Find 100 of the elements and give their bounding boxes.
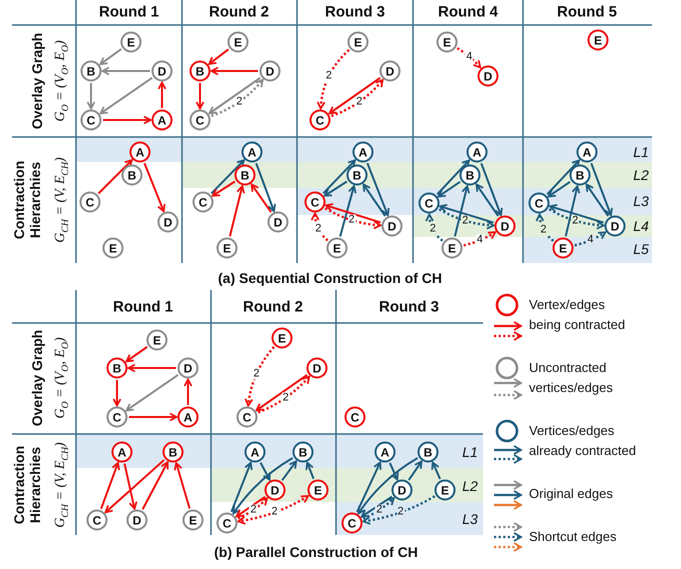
- vertex-circle: C: [106, 406, 128, 428]
- vertex-circle: C: [344, 406, 366, 428]
- vertex-circle: A: [152, 110, 172, 130]
- vertex-circle: D: [382, 216, 402, 236]
- arrow: [362, 184, 386, 217]
- vertex-circle: B: [80, 60, 102, 82]
- arrow: [144, 162, 166, 212]
- vertex-circle: E: [588, 30, 608, 50]
- arrow: [590, 162, 613, 216]
- column-heading: Round 1: [99, 4, 159, 20]
- vertex-circle: E: [146, 330, 168, 350]
- arrow: [126, 346, 148, 362]
- level-label: L2: [633, 167, 649, 183]
- dotted-arrow: [574, 231, 606, 246]
- vertex-circle: D: [126, 510, 148, 530]
- arrow: [129, 412, 178, 422]
- arrow: [104, 459, 165, 514]
- arrow: [142, 461, 169, 510]
- dotted-arrow: [324, 207, 382, 230]
- edge-label: 2: [235, 96, 244, 108]
- arrow: [586, 184, 610, 217]
- arrow: [322, 159, 356, 194]
- arrow: [549, 204, 604, 224]
- edge-label: 2: [461, 215, 470, 226]
- dotted-arrow: [456, 47, 482, 68]
- column-heading: Round 2: [243, 298, 303, 316]
- arrow: [281, 460, 298, 481]
- arrow: [305, 462, 315, 480]
- arrow: [228, 185, 245, 237]
- arrow: [356, 462, 382, 513]
- dotted-arrow: [244, 346, 275, 406]
- arrow: [184, 378, 192, 405]
- subfigure-caption: (b) Parallel Construction of CH: [214, 544, 418, 560]
- dotted-arrow: [438, 208, 494, 230]
- dotted-arrow: [237, 495, 310, 525]
- vertex-circle: D: [260, 60, 280, 82]
- vertex-circle: E: [228, 32, 248, 52]
- arrow: [439, 204, 494, 224]
- row-heading: Overlay Graph: [29, 32, 45, 130]
- level-label: L3: [633, 193, 649, 209]
- arrow: [480, 162, 503, 216]
- vertex-circle: D: [152, 60, 172, 82]
- vertex-circle: D: [478, 66, 498, 86]
- edge-label: 2: [282, 392, 290, 404]
- arrow: [128, 364, 176, 372]
- arrow: [124, 464, 138, 510]
- level-label: L5: [633, 241, 649, 257]
- vertex-circle: E: [216, 238, 238, 258]
- vertex-circle: B: [190, 60, 210, 82]
- dotted-arrow: [425, 214, 444, 242]
- vertex-circle: E: [182, 510, 204, 530]
- arrow: [546, 159, 580, 195]
- arrow: [339, 185, 357, 237]
- level-label: L3: [462, 511, 478, 527]
- arrow: [174, 462, 191, 509]
- legend-text: Shortcut edges: [529, 528, 618, 546]
- arrow: [102, 66, 150, 76]
- vertex-circle: C: [236, 406, 258, 428]
- arrow: [436, 159, 470, 195]
- dotted-arrow: [536, 214, 554, 242]
- arrow: [324, 180, 348, 197]
- arrow: [438, 180, 461, 198]
- column-heading: Round 1: [113, 298, 173, 316]
- arrow: [126, 374, 179, 412]
- edge-label: 2: [270, 506, 279, 518]
- legend-text: Vertices/edges already contracted: [529, 422, 637, 460]
- arrow: [196, 83, 204, 110]
- arrow: [100, 77, 153, 114]
- edge-label: 2: [252, 368, 260, 380]
- arrow: [250, 184, 272, 213]
- subfigure-caption: (a) Sequential Construction of CH: [218, 270, 442, 286]
- dotted-arrow: [362, 495, 436, 525]
- vertex-circle: E: [348, 32, 368, 52]
- vertex-circle: A: [178, 406, 198, 428]
- arrow: [260, 462, 271, 481]
- column-heading: Round 5: [557, 4, 617, 20]
- arrow: [86, 83, 96, 110]
- vertex-circle: B: [122, 164, 142, 186]
- vertex-circle: C: [310, 110, 330, 130]
- column-heading: Round 3: [325, 4, 385, 20]
- vertex-circle: E: [442, 238, 462, 258]
- arrow: [208, 48, 230, 65]
- arrow: [112, 380, 122, 406]
- dotted-arrow: [316, 49, 350, 110]
- legend-text: Uncontracted vertices/edges: [529, 359, 614, 397]
- edge-label: 2: [314, 223, 322, 234]
- vertex-circle: B: [106, 358, 128, 378]
- vertex-circle: E: [326, 238, 348, 258]
- vertex-circle: E: [272, 328, 292, 348]
- row-heading: Contraction Hierarchies: [11, 160, 43, 242]
- arrow: [548, 180, 571, 198]
- column-heading: Round 2: [209, 4, 269, 20]
- arrow: [232, 457, 294, 514]
- vertex-circle: C: [86, 510, 108, 530]
- arrow: [476, 184, 500, 217]
- arrow: [358, 457, 418, 514]
- vertex-circle: D: [178, 358, 198, 378]
- arrow: [230, 462, 253, 512]
- level-label: L4: [633, 218, 649, 234]
- vertex-circle: C: [192, 192, 214, 212]
